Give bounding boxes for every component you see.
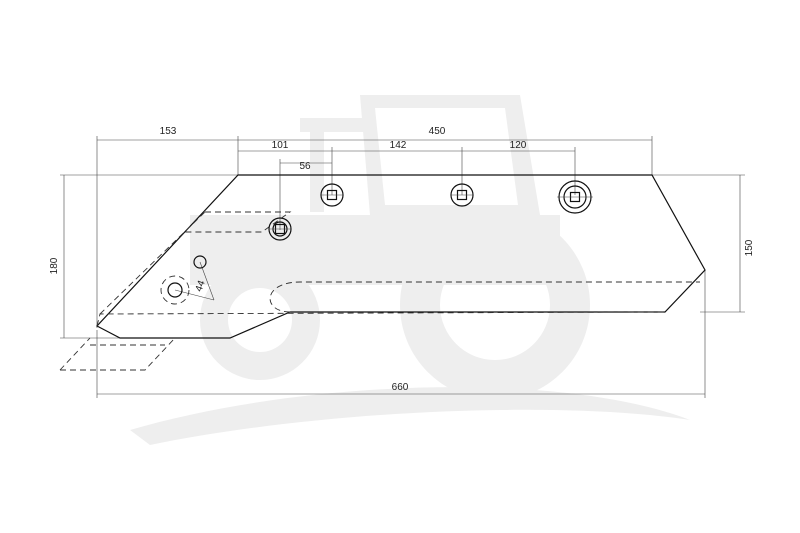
dim-660: 660 xyxy=(392,382,409,393)
dim-142: 142 xyxy=(390,140,407,151)
tractor-watermark-icon xyxy=(130,95,690,445)
dimension-lines xyxy=(60,136,745,398)
dim-150: 150 xyxy=(744,239,755,256)
dim-56: 56 xyxy=(299,161,311,172)
dim-180: 180 xyxy=(49,257,60,274)
bolt-holes xyxy=(160,180,593,305)
dim-44: 44 xyxy=(194,279,208,294)
hidden-contours xyxy=(59,211,700,371)
dim-153: 153 xyxy=(160,126,177,137)
dim-450: 450 xyxy=(429,126,446,137)
dim-120: 120 xyxy=(510,140,527,151)
dim-101: 101 xyxy=(272,140,289,151)
